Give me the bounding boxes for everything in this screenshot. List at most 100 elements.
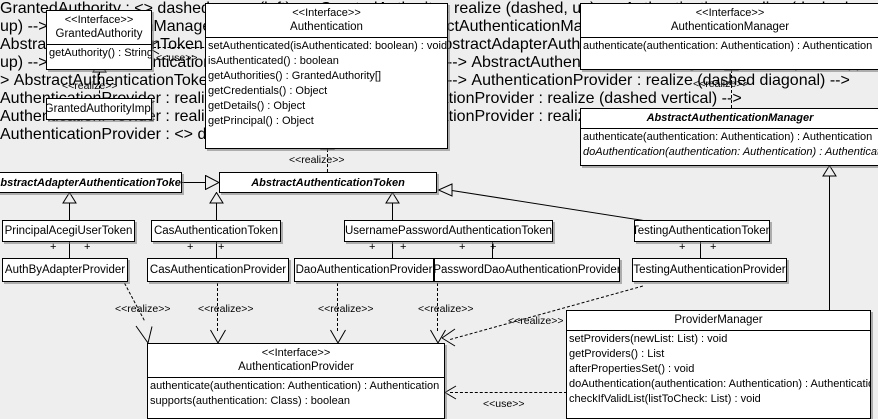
operation-getauthority: getAuthority() : String (49, 47, 151, 59)
class-provider-manager-operations: setProviders(newList: List) : void getPr… (567, 331, 870, 408)
class-dao-authentication-provider[interactable]: DaoAuthenticationProvider (294, 258, 434, 282)
class-granted-authority[interactable]: <<Interface>> GrantedAuthority getAuthor… (46, 10, 152, 70)
connector-generalize-principalacegiusertoken (69, 203, 70, 220)
class-auth-by-adapter-provider-name: AuthByAdapterProvider (4, 264, 126, 276)
class-granted-authority-impl[interactable]: GrantedAuthorityImpl (46, 98, 152, 120)
class-abstract-authentication-manager[interactable]: AbstractAuthenticationManager authentica… (580, 108, 878, 166)
connector-use-providermanager (450, 392, 567, 393)
assoc-plus-castoken-left: + (187, 241, 194, 253)
class-authentication-stereotype: <<Interface>> (292, 7, 361, 19)
class-auth-by-adapter-provider[interactable]: AuthByAdapterProvider (2, 258, 128, 282)
class-authentication[interactable]: <<Interface>> Authentication setAuthenti… (205, 3, 448, 149)
operation-authenticate-provider: authenticate(authentication: Authenticat… (150, 380, 440, 392)
class-cas-authentication-provider[interactable]: CasAuthenticationProvider (147, 258, 289, 282)
class-testing-authentication-provider[interactable]: TestingAuthenticationProvider (632, 258, 787, 282)
label-realize-passworddaoprovider: <<realize>> (418, 303, 474, 315)
connector-assoc-principalacegi-authbyadapter (69, 242, 70, 258)
class-authentication-manager[interactable]: <<Interface>> AuthenticationManager auth… (580, 3, 878, 70)
class-testing-authentication-token[interactable]: TestingAuthenticationToken (634, 220, 770, 242)
class-authentication-operations: setAuthenticated(isAuthenticated: boolea… (206, 38, 447, 130)
connector-generalize-usernamepasswordtoken (392, 203, 393, 220)
class-provider-manager-name: ProviderManager (674, 314, 763, 326)
class-cas-authentication-provider-name: CasAuthenticationProvider (149, 264, 287, 276)
class-granted-authority-separator (47, 44, 151, 45)
operation-getproviders: getProviders() : List (569, 348, 665, 360)
class-authentication-manager-separator (581, 37, 878, 38)
class-granted-authority-name: GrantedAuthority (55, 28, 143, 40)
class-password-dao-authentication-provider-name: PasswordDaoAuthenticationProvider (435, 264, 619, 276)
assoc-plus-testing-left: + (679, 241, 686, 253)
class-provider-manager-separator (567, 330, 870, 331)
class-provider-manager[interactable]: ProviderManager setProviders(newList: Li… (566, 310, 871, 419)
label-realize-authbyadapterprovider: <<realize>> (115, 303, 171, 315)
operation-setauthenticated: setAuthenticated(isAuthenticated: boolea… (208, 40, 447, 52)
label-realize-testingauthenticationprovider: <<realize>> (508, 315, 564, 327)
operation-getauthorities: getAuthorities() : GrantedAuthority[] (208, 70, 382, 82)
assoc-plus-upat-2: + (400, 241, 407, 253)
class-authentication-separator (206, 37, 447, 38)
assoc-plus-testing-right: + (710, 241, 717, 253)
class-abstract-adapter-authentication-token[interactable]: AbstractAdapterAuthenticationToken (0, 172, 182, 193)
class-granted-authority-operations: getAuthority() : String (47, 45, 151, 62)
class-principal-acegi-user-token-name: PrincipalAcegiUserToken (4, 225, 133, 237)
connector-realize-abstractauthenticationmanager (731, 70, 732, 108)
class-authentication-provider-header: <<Interface>> AuthenticationProvider (148, 344, 444, 377)
connector-generalize-abstractadaptertoken (182, 182, 206, 183)
class-granted-authority-impl-name: GrantedAuthorityImpl (47, 103, 151, 115)
class-abstract-authentication-token[interactable]: AbstractAuthenticationToken (219, 172, 437, 193)
class-authentication-provider-operations: authenticate(authentication: Authenticat… (148, 378, 444, 410)
label-realize-casauthenticationprovider: <<realize>> (198, 303, 254, 315)
class-principal-acegi-user-token[interactable]: PrincipalAcegiUserToken (2, 220, 135, 242)
operation-setproviders: setProviders(newList: List) : void (569, 333, 728, 345)
triangle-generalize-abstractauthenticationtoken-cas (209, 192, 224, 204)
label-use-grantedauthority: <<use>> (156, 52, 198, 64)
arrowhead-realize-daoprovider (329, 329, 347, 345)
operation-doauthentication-provider-manager: doAuthentication(authentication: Authent… (569, 378, 870, 390)
class-testing-authentication-provider-name: TestingAuthenticationProvider (633, 264, 786, 276)
class-cas-authentication-token[interactable]: CasAuthenticationToken (151, 220, 281, 242)
class-authentication-header: <<Interface>> Authentication (206, 4, 447, 37)
triangle-generalize-abstractadaptertoken (62, 192, 77, 204)
arrowhead-use-authenticationprovider (443, 384, 457, 401)
class-password-dao-authentication-provider[interactable]: PasswordDaoAuthenticationProvider (434, 258, 620, 282)
class-authentication-provider-name: AuthenticationProvider (238, 361, 354, 373)
arrowhead-realize-passworddaoprovider (429, 329, 447, 345)
assoc-plus-principalacegi-left: + (50, 241, 57, 253)
class-provider-manager-header: ProviderManager (567, 311, 870, 330)
operation-isauthenticated: isAuthenticated() : boolean (208, 55, 339, 67)
class-username-password-authentication-token-name: UsernamePasswordAuthenticationToken (345, 225, 552, 237)
label-realize-abstractauthenticationmanager: <<realize>> (693, 78, 749, 90)
class-authentication-manager-stereotype: <<Interface>> (695, 7, 765, 19)
connector-assoc-upat-daoprovider (392, 242, 393, 258)
class-abstract-adapter-authentication-token-name: AbstractAdapterAuthenticationToken (0, 176, 181, 189)
class-authentication-provider-stereotype: <<Interface>> (261, 347, 331, 359)
triangle-generalize-abstractauthenticationmanager (822, 165, 837, 177)
class-authentication-manager-operations: authenticate(authentication: Authenticat… (581, 38, 878, 55)
connector-generalize-providermanager (829, 176, 830, 310)
class-abstract-authentication-token-name: AbstractAuthenticationToken (251, 176, 405, 189)
connector-realize-abstractauthenticationtoken (327, 149, 328, 172)
connector-realize-grantedauthorityimpl (99, 72, 100, 98)
triangle-generalize-abstractauthenticationtoken-upat (385, 192, 400, 204)
arrowhead-realize-testingprovider (440, 328, 456, 348)
label-use-providermanager: <<use>> (483, 398, 525, 410)
connector-generalize-casauthenticationtoken (216, 203, 217, 220)
operation-afterpropertiesset: afterPropertiesSet() : void (569, 363, 695, 375)
class-testing-authentication-token-name: TestingAuthenticationToken (635, 225, 769, 237)
class-authentication-provider-separator (148, 377, 444, 378)
connector-assoc-castoken-casprovider (216, 242, 217, 258)
label-realize-abstractauthenticationtoken: <<realize>> (289, 154, 345, 166)
connector-use-authentication-grantedauthority (153, 47, 209, 48)
triangle-generalize-abstractauthenticationtoken-testing (437, 183, 453, 198)
operation-checkifvalidlist: checkIfValidList(listToCheck: List) : vo… (569, 393, 761, 405)
operation-authenticate-manager: authenticate(authentication: Authenticat… (583, 40, 873, 52)
class-authentication-provider[interactable]: <<Interface>> AuthenticationProvider aut… (147, 343, 445, 419)
label-realize-grantedauthorityimpl: <<realize>> (62, 80, 118, 92)
class-username-password-authentication-token[interactable]: UsernamePasswordAuthenticationToken (344, 220, 553, 242)
assoc-plus-upat-3: + (459, 241, 466, 253)
operation-getprincipal: getPrincipal() : Object (208, 115, 314, 127)
class-abstract-authentication-manager-header: AbstractAuthenticationManager (581, 109, 878, 128)
assoc-plus-principalacegi-right: + (84, 241, 91, 253)
operation-authenticate-abstract-manager: authenticate(authentication: Authenticat… (583, 131, 873, 143)
class-abstract-authentication-manager-name: AbstractAuthenticationManager (646, 112, 814, 124)
